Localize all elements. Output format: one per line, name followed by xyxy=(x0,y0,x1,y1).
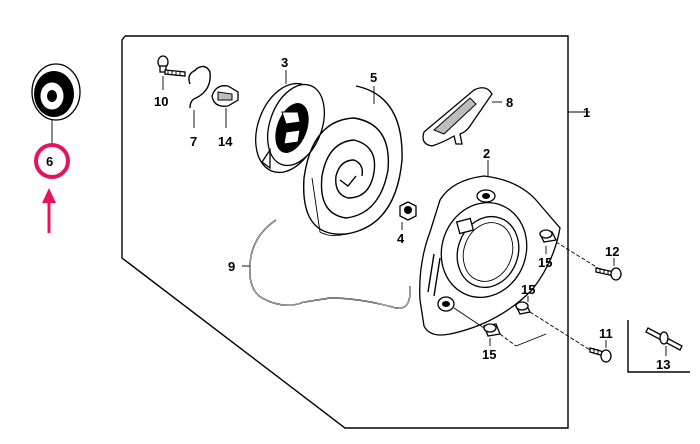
callout-13: 13 xyxy=(656,357,670,372)
callout-9: 9 xyxy=(228,259,235,274)
callout-15-upper: 15 xyxy=(538,255,552,270)
part-5-spiral-spring[interactable] xyxy=(303,85,403,237)
callout-8: 8 xyxy=(506,95,513,110)
callout-10: 10 xyxy=(154,94,168,109)
callout-6: 6 xyxy=(46,154,53,169)
part-14-collar[interactable] xyxy=(211,85,239,128)
callout-12: 12 xyxy=(605,244,619,259)
part-2-starter-case[interactable] xyxy=(419,160,561,336)
callout-3: 3 xyxy=(281,55,288,70)
part-15-collar-upper[interactable] xyxy=(539,229,557,254)
callout-2: 2 xyxy=(483,146,490,161)
part-15-collar-middle[interactable] xyxy=(515,296,531,315)
callout-4: 4 xyxy=(397,231,405,246)
callout-1: 1 xyxy=(583,105,590,120)
part-10-bolt[interactable] xyxy=(157,55,186,90)
highlight-marker xyxy=(34,143,70,233)
part-9-rope[interactable] xyxy=(242,219,411,309)
leader-lines xyxy=(453,241,599,351)
highlight-arrow-head xyxy=(42,188,56,203)
part-6-starter-pulley[interactable] xyxy=(31,63,81,146)
callout-15-lower: 15 xyxy=(482,347,496,362)
part-3-reel[interactable] xyxy=(244,70,335,181)
assembly-boundary xyxy=(121,35,590,429)
part-4-nut[interactable] xyxy=(399,201,417,230)
part-12-screw[interactable] xyxy=(595,258,622,281)
part-8-handle[interactable] xyxy=(422,87,502,147)
callout-labels: 1 2 3 4 5 6 7 8 9 10 11 12 13 14 15 15 1… xyxy=(46,55,670,372)
callout-14: 14 xyxy=(218,134,233,149)
callout-11: 11 xyxy=(599,326,613,341)
highlight-circle xyxy=(34,143,70,179)
callout-15-middle: 15 xyxy=(521,282,535,297)
callout-5: 5 xyxy=(370,70,377,85)
part-15-collar-lower[interactable] xyxy=(483,323,501,346)
part-7-clip[interactable] xyxy=(188,65,211,128)
callout-7: 7 xyxy=(190,134,197,149)
part-11-screw[interactable] xyxy=(589,340,612,363)
part-13-stud-bolt[interactable] xyxy=(627,320,690,373)
